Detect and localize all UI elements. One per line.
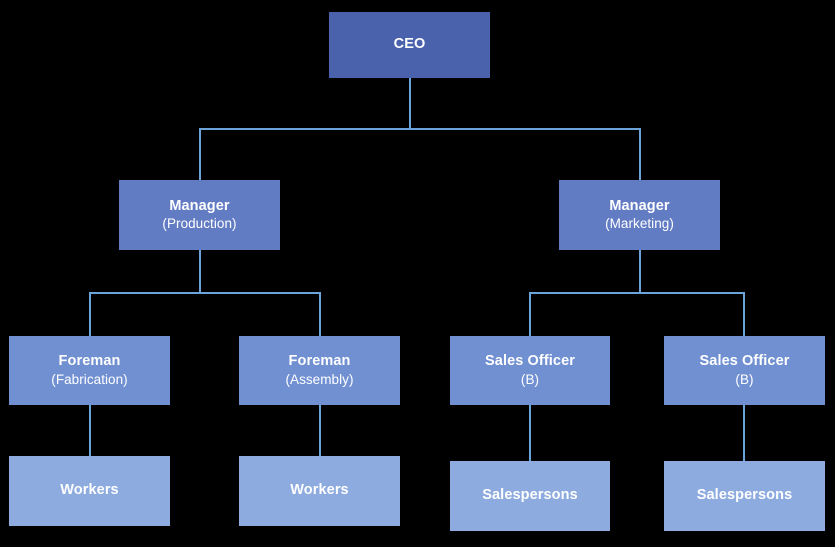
node-sales-officer-right[interactable]: Sales Officer (B) [664, 336, 825, 405]
node-workers-right-title: Workers [290, 482, 349, 499]
connector-to-manager-production [199, 128, 201, 181]
node-ceo-title: CEO [393, 36, 426, 53]
node-manager-marketing-subtitle: (Marketing) [605, 216, 674, 232]
node-foreman-fabrication-title: Foreman [58, 353, 121, 370]
node-sales-officer-right-title: Sales Officer [699, 353, 790, 370]
node-salespersons-left-title: Salespersons [482, 487, 578, 504]
node-workers-left-title: Workers [60, 482, 119, 499]
connector-ceo-down [409, 78, 411, 129]
connector-to-workers-right [319, 405, 321, 456]
node-sales-officer-left-subtitle: (B) [520, 371, 540, 387]
connector-to-salespersons-left [529, 405, 531, 461]
node-workers-right[interactable]: Workers [239, 456, 400, 526]
node-foreman-assembly[interactable]: Foreman (Assembly) [239, 336, 400, 405]
node-foreman-assembly-title: Foreman [288, 353, 351, 370]
connector-manager-marketing-down [639, 249, 641, 293]
node-sales-officer-left[interactable]: Sales Officer (B) [450, 336, 610, 405]
node-sales-officer-right-subtitle: (B) [735, 371, 754, 387]
node-salespersons-right[interactable]: Salespersons [664, 461, 825, 531]
node-foreman-fabrication-subtitle: (Fabrication) [51, 371, 128, 387]
node-manager-production[interactable]: Manager (Production) [119, 180, 280, 250]
node-foreman-fabrication[interactable]: Foreman (Fabrication) [9, 336, 170, 405]
node-workers-left[interactable]: Workers [9, 456, 170, 526]
node-manager-marketing-title: Manager [609, 197, 670, 214]
connector-to-foreman-assembly [319, 292, 321, 337]
connector-to-sales-officer-right [743, 292, 745, 337]
node-salespersons-left[interactable]: Salespersons [450, 461, 610, 531]
node-salespersons-right-title: Salespersons [696, 487, 793, 504]
connector-marketing-bus [529, 292, 745, 294]
connector-manager-production-down [199, 249, 201, 293]
connector-to-salespersons-right [743, 405, 745, 461]
connector-to-workers-left [89, 405, 91, 456]
connector-to-foreman-fabrication [89, 292, 91, 337]
node-ceo[interactable]: CEO [329, 12, 490, 78]
node-foreman-assembly-subtitle: (Assembly) [285, 371, 354, 387]
connector-to-sales-officer-left [529, 292, 531, 337]
node-manager-production-title: Manager [169, 197, 230, 214]
node-sales-officer-left-title: Sales Officer [485, 353, 575, 370]
connector-to-manager-marketing [639, 128, 641, 181]
connector-ceo-bus [199, 128, 641, 130]
connector-production-bus [89, 292, 321, 294]
node-manager-marketing[interactable]: Manager (Marketing) [559, 180, 720, 250]
node-manager-production-subtitle: (Production) [162, 216, 237, 232]
